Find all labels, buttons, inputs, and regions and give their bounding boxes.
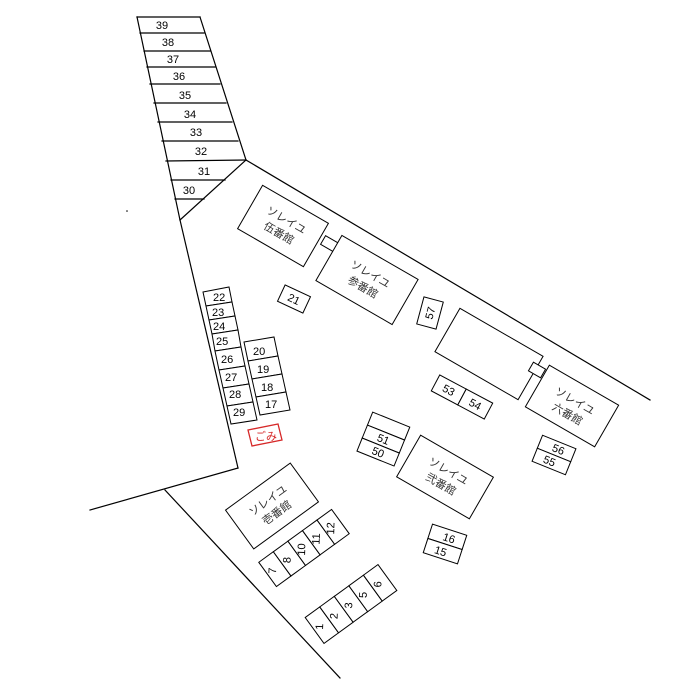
slot-34[interactable]: 34 bbox=[184, 109, 196, 121]
slot-17[interactable]: 17 bbox=[265, 399, 277, 411]
slot-38[interactable]: 38 bbox=[162, 37, 174, 49]
slot-29[interactable]: 29 bbox=[233, 407, 245, 419]
building-go[interactable]: ソレイユ 伍番館 bbox=[236, 184, 330, 268]
slot-15[interactable]: 15 bbox=[433, 544, 448, 559]
parking-column-right: 20 19 18 17 bbox=[243, 336, 291, 416]
slot-32[interactable]: 32 bbox=[195, 146, 207, 158]
slot-56[interactable]: 56 bbox=[550, 442, 566, 458]
slot-12[interactable]: 12 bbox=[325, 522, 337, 535]
slots-16-15: 16 15 bbox=[422, 523, 468, 565]
slot-27[interactable]: 27 bbox=[225, 372, 237, 384]
slot-1[interactable]: 1 bbox=[314, 623, 326, 630]
slot-55[interactable]: 55 bbox=[541, 454, 557, 470]
slots-56-55: 56 55 bbox=[531, 434, 577, 476]
slot-35[interactable]: 35 bbox=[179, 90, 191, 102]
road-edge-bottom-left bbox=[89, 467, 239, 511]
slot-24[interactable]: 24 bbox=[213, 321, 225, 333]
slot-21[interactable]: 21 bbox=[285, 292, 301, 308]
map-dot bbox=[126, 210, 128, 212]
slot-53[interactable]: 53 bbox=[440, 383, 456, 399]
slots-53-54: 53 54 bbox=[430, 374, 494, 420]
slots-51-50: 51 50 bbox=[356, 411, 411, 467]
slot-8[interactable]: 8 bbox=[282, 557, 294, 564]
slot-23[interactable]: 23 bbox=[212, 307, 224, 319]
connector-roku bbox=[527, 361, 547, 379]
road-edge-parking-right bbox=[199, 16, 247, 161]
slot-19[interactable]: 19 bbox=[257, 364, 269, 376]
road-edge-bottom bbox=[164, 489, 341, 679]
slot-33[interactable]: 33 bbox=[190, 127, 202, 139]
slot-16[interactable]: 16 bbox=[441, 531, 456, 546]
slot-7[interactable]: 7 bbox=[267, 567, 279, 574]
slot-28[interactable]: 28 bbox=[229, 389, 241, 401]
building-unlabeled[interactable] bbox=[434, 307, 544, 401]
slot-3[interactable]: 3 bbox=[343, 602, 355, 609]
slot-50[interactable]: 50 bbox=[370, 445, 386, 461]
slot-57-box: 57 bbox=[416, 296, 444, 330]
slot-57[interactable]: 57 bbox=[424, 306, 439, 321]
road-edge-diagonal bbox=[179, 159, 247, 221]
slot-21-box: 21 bbox=[276, 284, 312, 314]
slot-11[interactable]: 11 bbox=[311, 533, 323, 545]
garbage-label: ごみ bbox=[255, 429, 277, 443]
slot-10[interactable]: 10 bbox=[296, 543, 308, 556]
slot-51[interactable]: 51 bbox=[375, 432, 391, 448]
slot-20[interactable]: 20 bbox=[253, 346, 265, 358]
slot-22[interactable]: 22 bbox=[213, 292, 225, 304]
slot-31[interactable]: 31 bbox=[198, 166, 210, 178]
slot-30[interactable]: 30 bbox=[183, 185, 195, 197]
slot-36[interactable]: 36 bbox=[173, 71, 185, 83]
slot-5[interactable]: 5 bbox=[358, 592, 370, 599]
slot-25[interactable]: 25 bbox=[216, 336, 228, 348]
slot-54[interactable]: 54 bbox=[467, 397, 483, 413]
slots-7-12: 7 8 10 11 12 bbox=[258, 508, 350, 588]
building-roku[interactable]: ソレイユ 六番館 bbox=[524, 364, 620, 448]
slots-1-6: 1 2 3 5 6 bbox=[304, 563, 398, 645]
road-lines bbox=[89, 16, 651, 679]
building-san[interactable]: ソレイユ 参番館 bbox=[315, 234, 419, 326]
slot-26[interactable]: 26 bbox=[221, 354, 233, 366]
building-ni[interactable]: ソレイユ 弐番館 bbox=[395, 434, 495, 520]
parking-column-left: 22 23 24 25 26 27 28 29 bbox=[202, 286, 258, 425]
slot-39[interactable]: 39 bbox=[156, 20, 168, 32]
slot-18[interactable]: 18 bbox=[261, 382, 273, 394]
garbage-area: ごみ bbox=[247, 423, 283, 447]
road-edge-top-right bbox=[245, 159, 651, 401]
building-ichi[interactable]: ソレイユ 壱番館 bbox=[224, 462, 320, 550]
parking-strip-top: 39 38 37 36 35 34 33 32 31 30 bbox=[136, 16, 247, 200]
slot-37[interactable]: 37 bbox=[167, 54, 179, 66]
road-edge-left-mid bbox=[179, 219, 239, 469]
slot-6[interactable]: 6 bbox=[372, 581, 384, 588]
slot-2[interactable]: 2 bbox=[329, 613, 341, 620]
